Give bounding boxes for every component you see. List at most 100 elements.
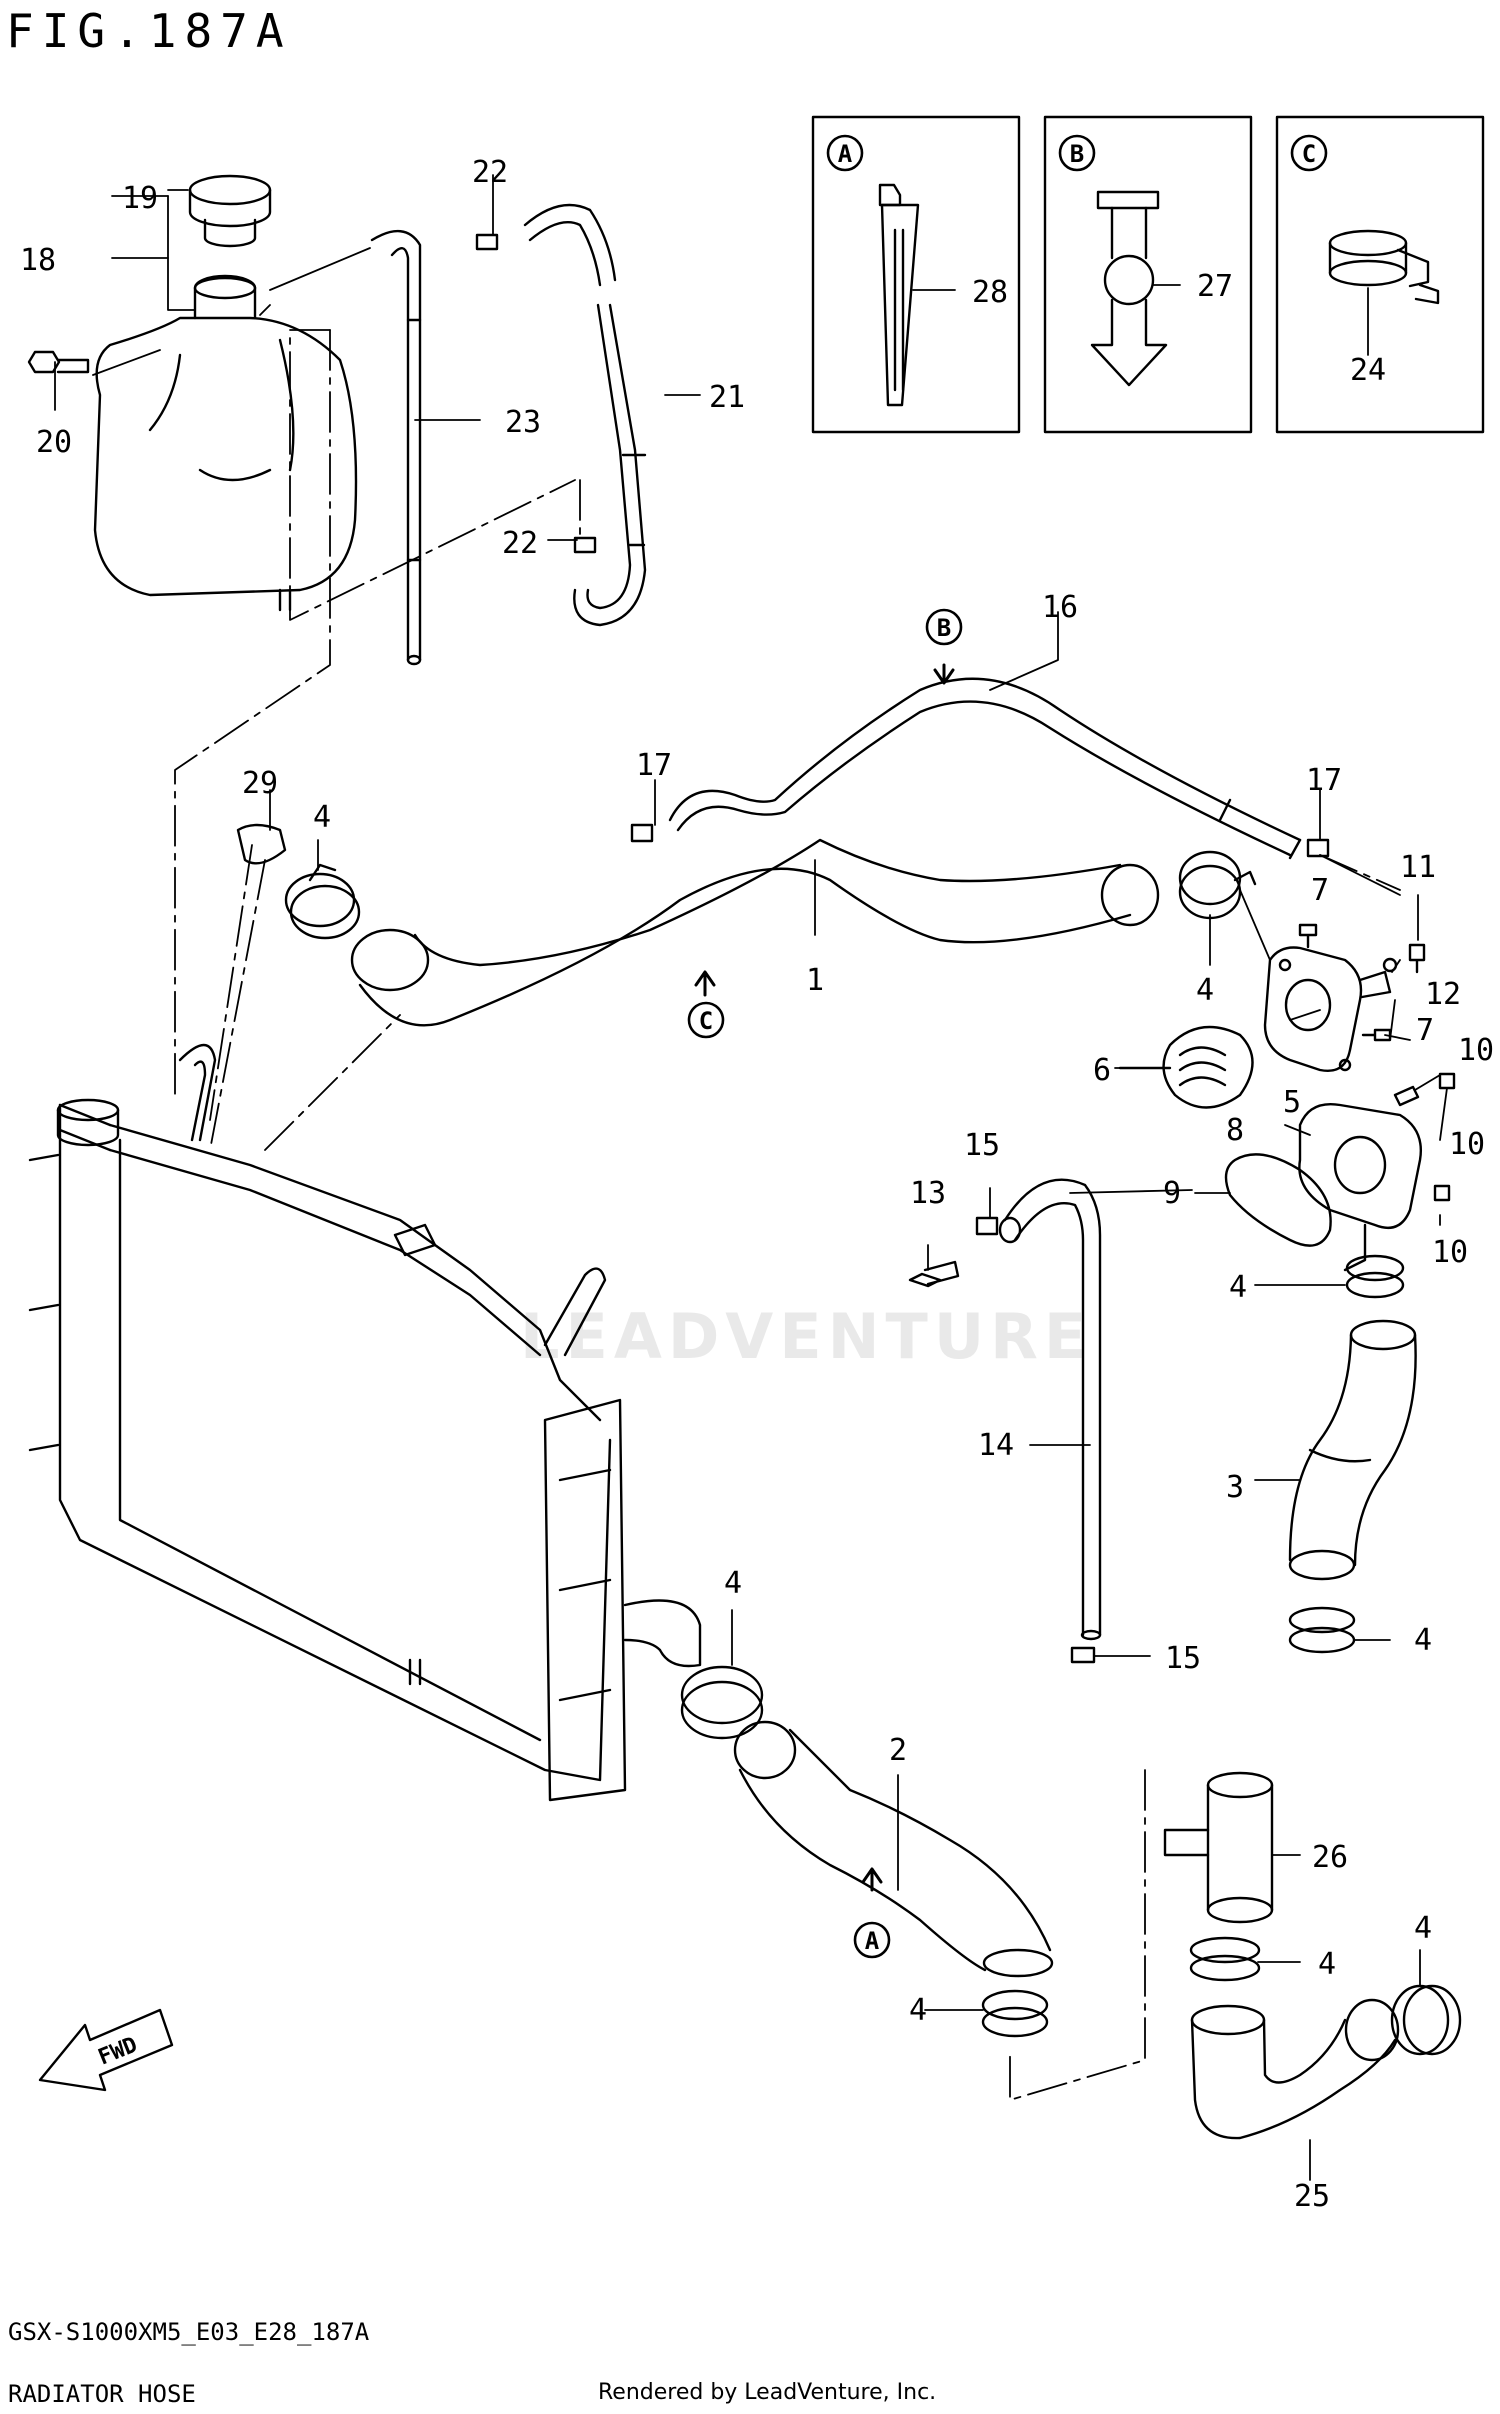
- callout-5: 5: [1283, 1085, 1301, 1120]
- marker-a: [853, 1921, 891, 1959]
- callout-7-upper: 7: [1311, 873, 1329, 908]
- radiator-outlet: [623, 1599, 702, 1668]
- render-credit: Rendered by LeadVenture, Inc.: [598, 2380, 937, 2405]
- o-ring-9: [1224, 1153, 1332, 1247]
- clip-17-left: [630, 823, 654, 843]
- callout-8: 8: [1226, 1113, 1244, 1148]
- callout-17-left: 17: [636, 748, 672, 783]
- callout-3: 3: [1226, 1470, 1244, 1505]
- callout-23: 23: [505, 405, 541, 440]
- clip-22-lower: [573, 536, 597, 554]
- marker-c-box: [1290, 134, 1328, 172]
- water-pipe-26: [1163, 1771, 1274, 1924]
- bolt-20: [27, 350, 90, 374]
- callout-24: 24: [1350, 353, 1386, 388]
- model-code: GSX-S1000XM5_E03_E28_187A: [8, 2318, 370, 2346]
- callout-10-c: 10: [1432, 1235, 1468, 1270]
- detail-box-b: [1043, 115, 1253, 434]
- marker-b-label: B: [937, 614, 951, 642]
- watermark: LEADVENTURE: [520, 1300, 1093, 1373]
- clamp-4-cover: [1345, 1254, 1405, 1299]
- bolt-7-upper: [1298, 923, 1318, 949]
- diagram-caption: RADIATOR HOSE: [8, 2380, 196, 2408]
- callout-4-hose2-lower: 4: [909, 1993, 927, 2028]
- bypass-hose-16: [668, 677, 1302, 860]
- callout-1: 1: [806, 963, 824, 998]
- radiator-hose-2: [733, 1720, 1054, 1978]
- callout-26: 26: [1312, 1840, 1348, 1875]
- clip-22-top: [475, 233, 499, 251]
- clip-15-upper: [975, 1216, 999, 1236]
- marker-a-box-label: A: [838, 140, 853, 168]
- hose-14: [998, 1178, 1102, 1641]
- marker-b-box-label: B: [1070, 140, 1084, 168]
- clamp-4-left-upper: [284, 863, 361, 940]
- bolt-10-b: [1438, 1072, 1456, 1090]
- bolt-10-c: [1433, 1184, 1451, 1202]
- callout-22-upper: 22: [472, 155, 508, 190]
- bolt-7-lower: [1361, 1028, 1392, 1042]
- callout-12: 12: [1425, 977, 1461, 1012]
- clamp-4-hose2-lower: [981, 1989, 1049, 2038]
- bolt-10-a: [1393, 1085, 1420, 1107]
- hose-clip-icon: [1090, 190, 1168, 387]
- callout-28: 28: [972, 275, 1008, 310]
- callout-17-right: 17: [1306, 763, 1342, 798]
- radiator-hose-1: [350, 838, 1160, 1027]
- fwd-label: FWD: [95, 2032, 141, 2070]
- thermostat-cover: [1298, 1103, 1422, 1272]
- hose-clamp-icon: [1328, 229, 1440, 305]
- callout-18: 18: [20, 243, 56, 278]
- marker-a-label: A: [865, 1927, 880, 1955]
- clamp-4-lower-left: [680, 1665, 764, 1740]
- detail-box-a: [811, 115, 1021, 434]
- callout-14: 14: [978, 1428, 1014, 1463]
- radiator-hose-3: [1288, 1319, 1417, 1581]
- marker-c: [687, 1001, 725, 1039]
- callout-4-hose25: 4: [1414, 1911, 1432, 1946]
- overflow-hose-21: [523, 203, 647, 627]
- callout-4-hose3-lower: 4: [1414, 1623, 1432, 1658]
- hose-25: [1190, 1998, 1400, 2140]
- callout-16: 16: [1042, 590, 1078, 625]
- clamp-4-right-upper: [1178, 850, 1257, 920]
- bolt-11: [1408, 943, 1426, 974]
- breather-hose-23: [370, 230, 422, 666]
- callout-4-upper-right: 4: [1196, 973, 1214, 1008]
- callout-4-pipe26: 4: [1318, 1947, 1336, 1982]
- callout-19: 19: [122, 181, 158, 216]
- callout-4-lower-left: 4: [724, 1566, 742, 1601]
- callout-4-upper-left: 4: [313, 800, 331, 835]
- callout-21: 21: [709, 380, 745, 415]
- callout-2: 2: [889, 1733, 907, 1768]
- radiator: [28, 1043, 627, 1802]
- callout-10-b: 10: [1449, 1127, 1485, 1162]
- callout-11: 11: [1400, 850, 1436, 885]
- callout-13: 13: [910, 1176, 946, 1211]
- clamp-4-hose25-right: [1390, 1984, 1462, 2056]
- callout-6: 6: [1093, 1053, 1111, 1088]
- clamp-4-hose3-lower: [1288, 1606, 1356, 1654]
- callout-4-cover: 4: [1229, 1270, 1247, 1305]
- union-bolt-13: [908, 1260, 960, 1288]
- fwd-arrow-icon: [38, 2008, 174, 2092]
- thermostat-housing: [1263, 946, 1392, 1072]
- marker-b-box: [1058, 134, 1096, 172]
- callout-15-lower: 15: [1165, 1641, 1201, 1676]
- callout-15-upper: 15: [964, 1128, 1000, 1163]
- callout-7-lower: 7: [1416, 1013, 1434, 1048]
- clamp-4-pipe26: [1189, 1936, 1261, 1982]
- callout-25: 25: [1294, 2179, 1330, 2214]
- clip-15-lower: [1070, 1646, 1096, 1664]
- callout-22-lower: 22: [502, 526, 538, 561]
- callout-27: 27: [1197, 269, 1233, 304]
- callout-29: 29: [242, 766, 278, 801]
- figure-title: FIG.187A: [6, 4, 292, 58]
- reservoir-tank: [93, 274, 358, 612]
- marker-b: [925, 608, 963, 646]
- marker-c-label: C: [699, 1007, 713, 1035]
- cable-tie-icon: [878, 183, 920, 407]
- reservoir-cap: [188, 174, 272, 248]
